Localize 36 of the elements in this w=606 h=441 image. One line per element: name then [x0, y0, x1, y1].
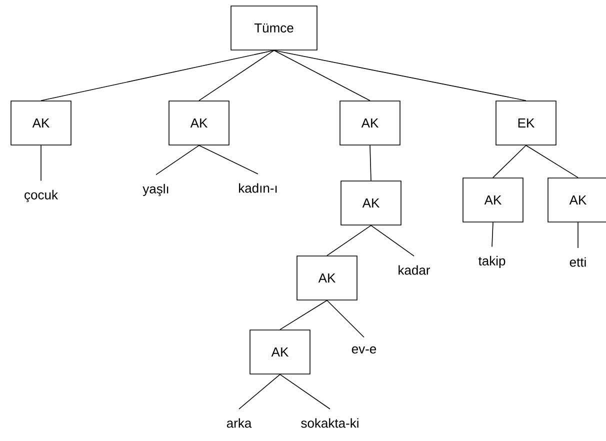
leaf-word: kadın-ı	[239, 183, 277, 193]
tree-line	[238, 374, 280, 410]
tree-node-box: AK	[548, 178, 606, 222]
tree-line	[274, 50, 370, 101]
leaf-word: arka	[226, 418, 252, 428]
leaf-word: ev-e	[352, 346, 376, 354]
tree-node-box: EK	[496, 100, 556, 146]
leaf-word: çocuk	[24, 190, 58, 202]
tree-line	[526, 145, 578, 178]
tree-line	[326, 225, 372, 256]
tree-node-box: AK	[168, 100, 230, 146]
tree-node-box: AK	[340, 100, 400, 146]
tree-line	[274, 50, 526, 101]
tree-line	[370, 225, 414, 256]
leaf-word: etti	[570, 257, 586, 267]
leaf-word: takip	[478, 256, 506, 268]
tree-line	[156, 145, 200, 176]
tree-line	[492, 145, 526, 178]
tree-line	[198, 145, 258, 174]
leaf-word: yaşlı	[142, 184, 168, 196]
tree-line	[198, 50, 274, 101]
tree-node-box: AK	[296, 256, 358, 300]
tree-line	[40, 50, 274, 101]
leaf-word: kadar	[398, 265, 430, 275]
tree-line	[326, 300, 364, 338]
tree-line	[370, 145, 372, 181]
tree-node-box: Tümce	[230, 6, 318, 50]
tree-line	[280, 374, 330, 410]
tree-line	[280, 300, 328, 330]
tree-node-box: AK	[462, 178, 524, 222]
leaf-word: sokakta-ki	[301, 418, 358, 428]
tree-node-box: AK	[10, 100, 72, 146]
tree-node-box: AK	[250, 330, 310, 374]
tree-line	[40, 145, 42, 182]
tree-node-box: AK	[340, 180, 402, 226]
tree-line	[492, 222, 494, 248]
